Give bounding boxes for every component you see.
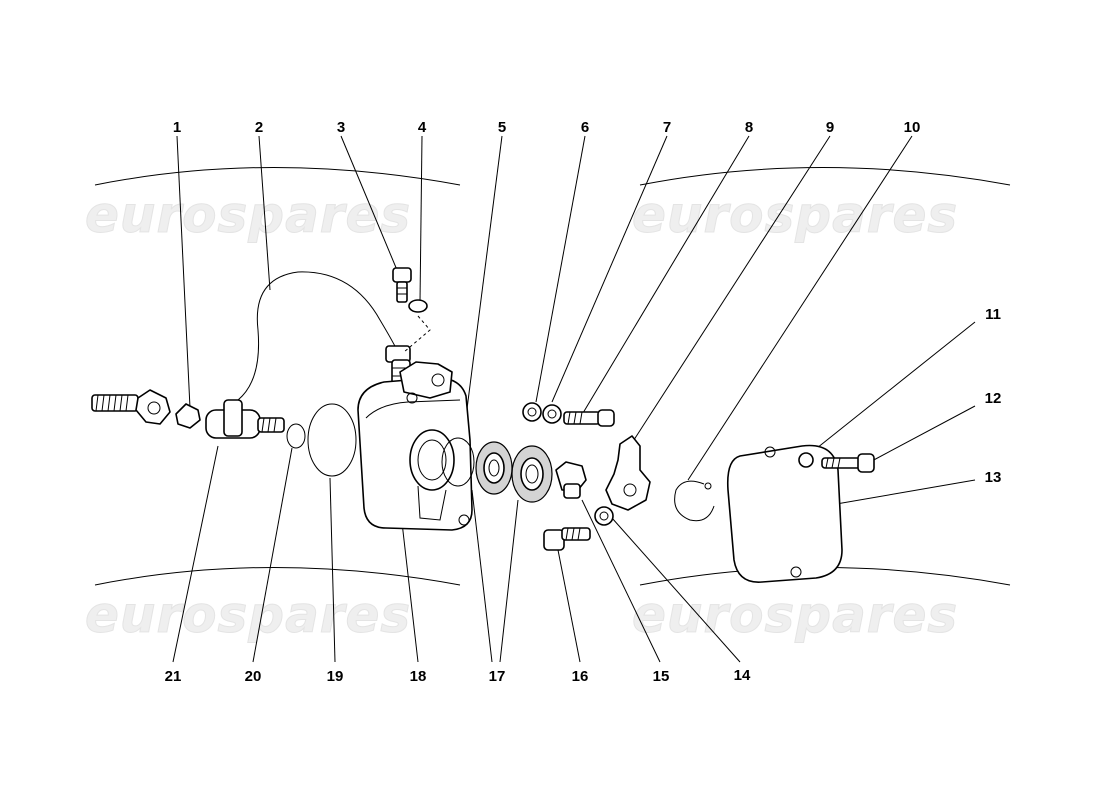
- callout-7: 7: [663, 119, 671, 136]
- part-20-o-ring: [286, 423, 306, 449]
- callout-10: 10: [904, 119, 921, 136]
- watermark-top-right: eurospares: [632, 186, 958, 244]
- part-21-connector: [205, 399, 285, 439]
- callout-2: 2: [255, 119, 263, 136]
- callout-17: 17: [489, 668, 506, 685]
- watermarks: eurospares eurospares eurospares eurospa…: [85, 167, 1011, 645]
- callout-18: 18: [410, 668, 427, 685]
- part-17-bearing-a: [475, 441, 513, 495]
- part-19-large-ring: [307, 403, 357, 477]
- callout-12: 12: [985, 390, 1002, 407]
- callout-6: 6: [581, 119, 589, 136]
- watermark-bottom-right: eurospares: [632, 586, 958, 644]
- part-16-bolt: [543, 527, 591, 551]
- callout-15: 15: [653, 668, 670, 685]
- callout-5: 5: [498, 119, 506, 136]
- part-12-bolt: [821, 453, 875, 473]
- part-8-bolt: [563, 409, 615, 427]
- watermark-bottom-left: eurospares: [85, 586, 411, 644]
- callout-21: 21: [165, 668, 182, 685]
- part-threaded-bolt: [91, 389, 171, 425]
- callout-8: 8: [745, 119, 753, 136]
- callout-19: 19: [327, 668, 344, 685]
- callout-4: 4: [418, 119, 427, 136]
- part-18-housing: [357, 361, 473, 531]
- part-3-screw: [392, 267, 412, 303]
- part-7-washer: [542, 404, 562, 424]
- part-1-nozzle: [175, 403, 201, 429]
- part-10-circlip: [674, 480, 715, 522]
- callout-9: 9: [826, 119, 834, 136]
- callout-labels: 1 2 3 4 5 6 7 8 9 10 11 12 13 14 15 16 1…: [165, 119, 1002, 685]
- callout-14: 14: [734, 667, 751, 684]
- part-15-shaft: [555, 461, 587, 499]
- parts: [91, 267, 875, 583]
- part-4-washer: [408, 299, 428, 313]
- callout-16: 16: [572, 668, 589, 685]
- callout-20: 20: [245, 668, 262, 685]
- part-13-cover: [726, 444, 843, 583]
- callout-13: 13: [985, 469, 1002, 486]
- part-17-bearing-b: [511, 445, 553, 503]
- watermark-top-left: eurospares: [85, 186, 411, 244]
- callout-3: 3: [337, 119, 345, 136]
- callout-1: 1: [173, 119, 181, 136]
- part-5-o-ring: [441, 437, 475, 487]
- part-9-lever: [605, 435, 651, 511]
- callout-11: 11: [985, 306, 1001, 323]
- part-2-cable: [237, 271, 399, 401]
- part-14-washer: [594, 506, 614, 526]
- part-6-washer: [522, 402, 542, 422]
